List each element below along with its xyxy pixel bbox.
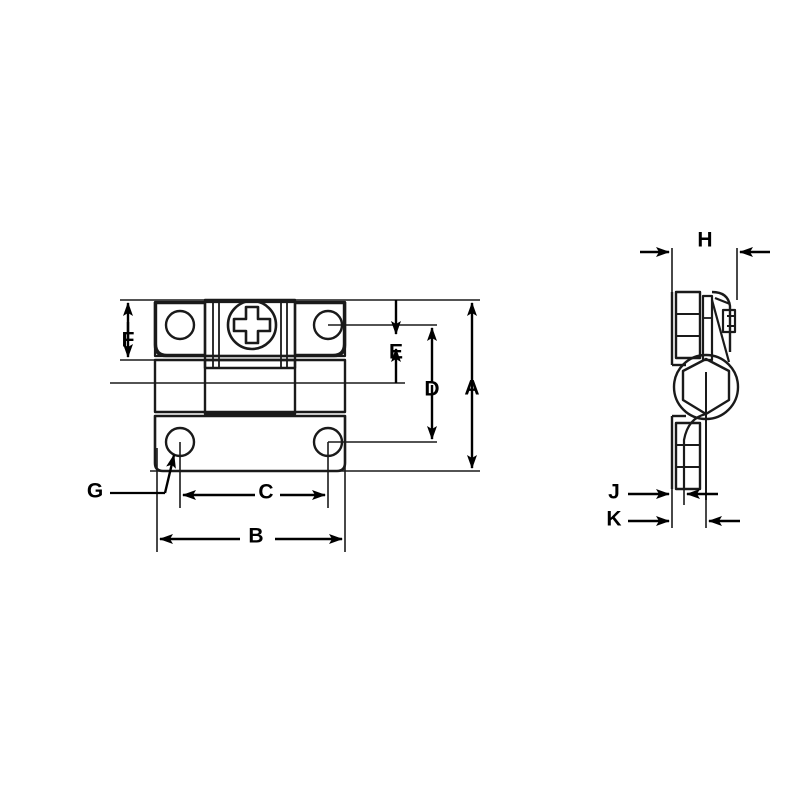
phillips-cross-icon — [232, 305, 272, 345]
dim-label-d: D — [424, 378, 439, 401]
upper-right-tab — [293, 301, 346, 357]
dim-label-f: F — [122, 329, 135, 352]
side-view-group — [670, 290, 740, 500]
front-view-group — [153, 298, 347, 473]
side-tail-curve — [682, 412, 707, 489]
screw-head-circle — [226, 299, 278, 351]
mounting-hole-upper-left — [164, 309, 196, 341]
side-diagonal-web — [710, 299, 731, 363]
side-shell-notch — [721, 308, 737, 334]
dim-label-g: G — [87, 480, 103, 503]
dim-leader-g-angled — [163, 454, 176, 494]
front-view-extension-lines — [110, 299, 480, 552]
side-view-dimensions — [628, 247, 770, 526]
side-screw-boss — [701, 294, 714, 362]
dim-label-c: C — [258, 481, 273, 504]
dim-label-a: A — [464, 377, 479, 400]
side-upper-leaf — [674, 290, 702, 360]
side-view-extension-lines — [671, 248, 738, 528]
dim-label-h: H — [697, 229, 712, 252]
side-shell-notch-inner — [727, 315, 736, 327]
side-upper-shell — [711, 290, 732, 352]
dim-label-e: E — [389, 341, 403, 364]
dimension-labels: F E D A C B G H J K — [87, 229, 713, 548]
lower-leaf-body — [153, 414, 347, 473]
side-lower-leaf — [674, 421, 702, 491]
side-shell-rib-top — [714, 296, 731, 306]
upper-left-tab — [154, 301, 207, 357]
dim-label-j: J — [608, 481, 620, 504]
dim-label-b: B — [248, 525, 263, 548]
front-view-dimensions — [110, 300, 477, 544]
dim-label-k: K — [606, 508, 621, 531]
